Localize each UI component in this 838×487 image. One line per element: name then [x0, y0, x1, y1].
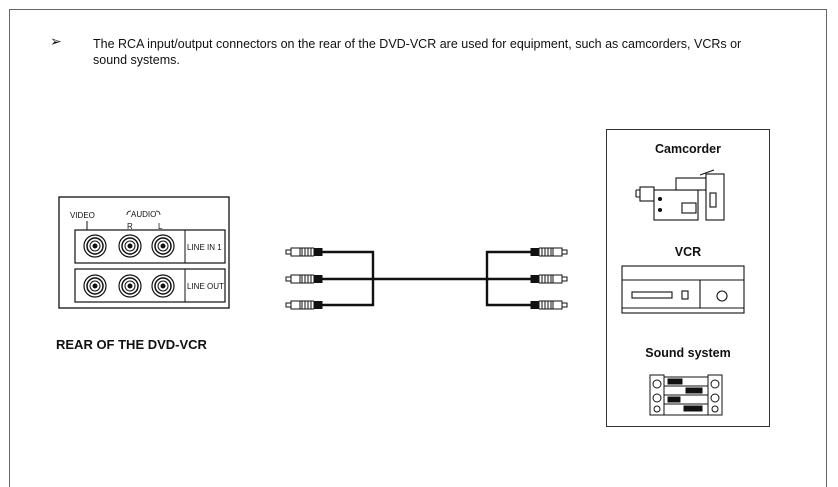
- line-out-label: LINE OUT: [187, 282, 224, 291]
- camcorder-label: Camcorder: [655, 142, 721, 156]
- note-text: The RCA input/output connectors on the r…: [93, 37, 742, 67]
- right-plug: [530, 247, 568, 310]
- page-frame: [9, 9, 827, 487]
- vcr-icon: [621, 265, 745, 314]
- left-plug: [285, 247, 323, 310]
- line-in-jack: [83, 234, 175, 258]
- sound-system-label: Sound system: [645, 346, 731, 360]
- audio-l-label: L: [158, 222, 163, 231]
- rear-panel-caption: REAR OF THE DVD-VCR: [56, 337, 207, 352]
- audio-r-label: R: [127, 222, 133, 231]
- vcr-label: VCR: [674, 245, 702, 259]
- external-devices-box: [606, 129, 770, 427]
- note-arrow-icon: ➢: [50, 33, 62, 49]
- line-in-label: LINE IN 1: [187, 243, 222, 252]
- video-label: VIDEO: [70, 211, 95, 220]
- camcorder-icon: [635, 169, 725, 221]
- rca-cable: [285, 247, 568, 310]
- audio-label: AUDIO: [131, 210, 156, 219]
- rear-panel: VIDEO AUDIO R L LINE IN 1 LINE OUT: [58, 196, 230, 309]
- line-out-jack: [83, 274, 175, 298]
- sound-system-icon: [649, 374, 723, 416]
